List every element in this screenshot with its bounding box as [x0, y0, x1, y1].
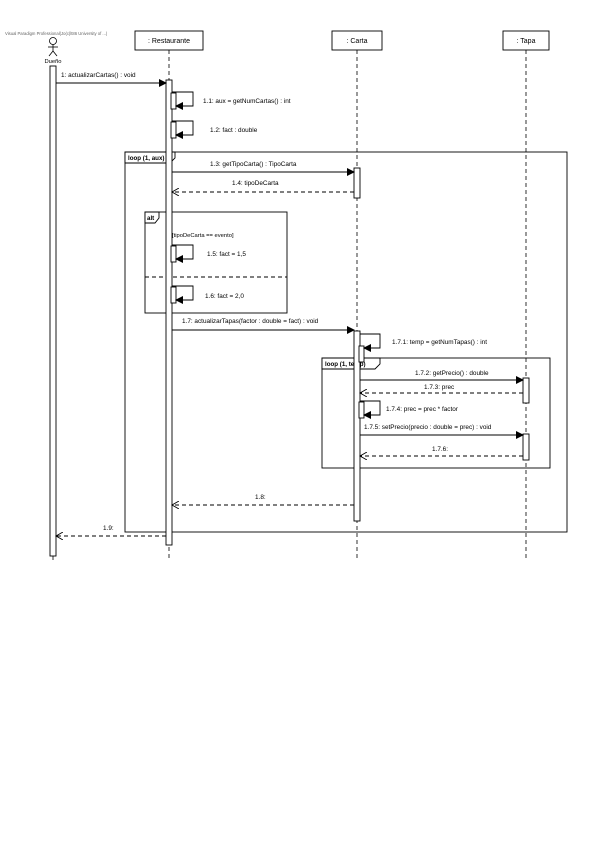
- alt-frame-label: alt: [147, 215, 154, 222]
- activation-restaurante-self4: [170, 286, 177, 304]
- loop-frame-inner: [321, 357, 551, 469]
- activation-carta-1: [353, 167, 361, 199]
- activation-carta-2: [353, 330, 361, 522]
- msg-1-7-2: 1.7.2: getPrecio() : double: [415, 370, 489, 377]
- msg-1-6-arrow: [172, 285, 194, 304]
- alt-guard: [tipoDeCarta == evento]: [172, 233, 234, 239]
- msg-1-7-6: 1.7.6:: [432, 446, 448, 453]
- msg-1-5: 1.5: fact = 1,5: [207, 251, 246, 258]
- lifeline-label-carta: : Carta: [346, 38, 367, 45]
- msg-1-7-5: 1.7.5: setPrecio(precio : double = prec)…: [364, 424, 492, 431]
- activation-restaurante: [165, 79, 173, 546]
- msg-1-7-1: 1.7.1: temp = getNumTapas() : int: [392, 339, 487, 346]
- alt-frame: [144, 211, 288, 314]
- actor-head: [49, 37, 57, 45]
- watermark: Visual Paradigm Professional(Jo(c)lt86 U…: [5, 31, 108, 36]
- msg-1-1-arrow: [172, 91, 194, 110]
- msg-1: 1: actualizarCartas() : void: [61, 72, 136, 79]
- msg-1-2: 1.2: fact : double: [210, 127, 258, 134]
- msg-1-7-4: 1.7.4: prec = prec * factor: [386, 406, 459, 413]
- actor-label-dueno: Dueño: [44, 59, 61, 65]
- lifeline-head-carta: [331, 30, 383, 51]
- activation-dueno: [49, 65, 57, 557]
- msg-1-4: 1.4: tipoDeCarta: [232, 180, 279, 187]
- msg-1-6: 1.6: fact = 2,0: [205, 293, 244, 300]
- msg-1-5-arrow: [172, 244, 194, 263]
- msg-1-3: 1.3: getTipoCarta() : TipoCarta: [210, 161, 297, 168]
- lifeline-label-restaurante: : Restaurante: [148, 38, 190, 45]
- activation-carta-self1: [358, 345, 365, 363]
- msg-1-8: 1.8:: [255, 494, 266, 501]
- loop-frame-outer: [124, 151, 568, 533]
- activation-carta-self2: [358, 401, 365, 419]
- lifeline-head-tapa: [502, 30, 550, 51]
- lifeline-head-restaurante: [134, 30, 204, 51]
- msg-1-7-1-arrow: [360, 333, 381, 352]
- msg-1-2-arrow: [172, 120, 194, 139]
- msg-1-7: 1.7: actualizarTapas(factor : double = f…: [182, 318, 319, 325]
- actor-dueno: Dueño: [44, 37, 62, 65]
- msg-1-1: 1.1: aux = getNumCartas() : int: [203, 98, 291, 105]
- activation-restaurante-self2: [170, 121, 177, 139]
- msg-1-9: 1.9:: [103, 525, 114, 532]
- loop-frame-outer-label: loop (1, aux): [128, 155, 164, 162]
- loop-frame-inner-label: loop (1, temp): [325, 361, 366, 368]
- lifeline-label-tapa: : Tapa: [517, 38, 536, 45]
- activation-tapa-2: [522, 433, 530, 461]
- activation-tapa-1: [522, 377, 530, 404]
- activation-restaurante-self3: [170, 245, 177, 263]
- msg-1-7-4-arrow: [360, 400, 381, 419]
- activation-restaurante-self1: [170, 92, 177, 110]
- msg-1-7-3: 1.7.3: prec: [424, 384, 455, 391]
